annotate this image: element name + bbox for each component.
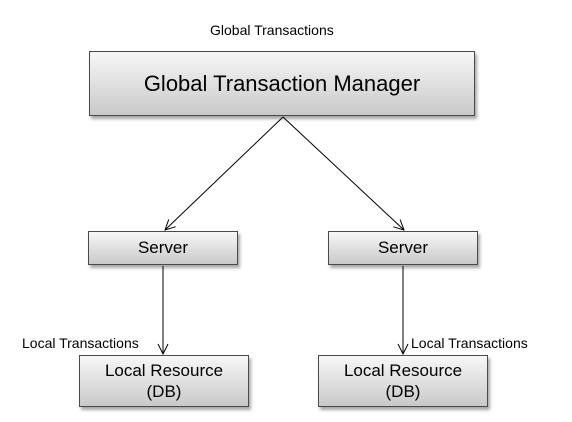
global-transactions-caption: Global Transactions: [210, 22, 334, 38]
server-label-left: Server: [137, 238, 189, 257]
server-box-right: Server: [328, 231, 478, 265]
local-resource-db-label-left: (DB): [146, 382, 182, 401]
arrow-manager-to-left-server: [165, 116, 284, 230]
local-resource-label-right: Local Resource: [343, 361, 463, 380]
server-label-right: Server: [377, 238, 429, 257]
global-transaction-manager-box: Global Transaction Manager: [89, 51, 475, 116]
arrow-manager-to-right-server: [282, 116, 404, 230]
local-transactions-caption-right: Local Transactions: [411, 335, 528, 351]
local-resource-db-label-right: (DB): [385, 382, 421, 401]
local-resource-box-right: Local Resource (DB): [318, 355, 488, 407]
local-resource-box-left: Local Resource (DB): [79, 355, 249, 407]
local-transactions-caption-left: Local Transactions: [22, 335, 139, 351]
server-box-left: Server: [88, 231, 238, 265]
local-resource-label-left: Local Resource: [104, 361, 224, 380]
global-transaction-manager-label: Global Transaction Manager: [143, 70, 421, 96]
